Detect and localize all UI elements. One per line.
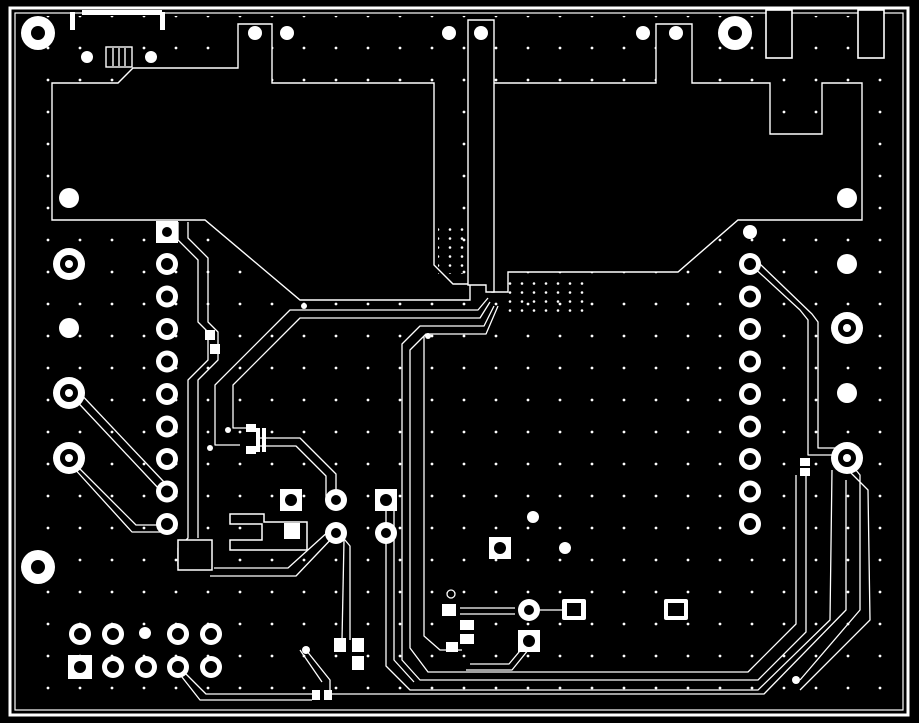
connector-tab-left (765, 9, 793, 59)
smd-pads (205, 303, 810, 700)
header-right-round-pins (739, 253, 761, 535)
usb-connector-tabs (765, 9, 885, 59)
regulator-footprint (177, 513, 308, 571)
bottom-header-pin-1 (68, 655, 92, 679)
component-pads (280, 489, 688, 652)
connector-tab-right (857, 9, 885, 59)
npth-holes (59, 26, 857, 639)
header-left-pins (156, 221, 178, 243)
center-feed-trace (467, 19, 495, 293)
via-cluster-center (504, 278, 590, 314)
copper-pour-outlines (51, 19, 863, 301)
signal-traces (68, 222, 871, 701)
board-inner-outline (14, 12, 904, 711)
large-pads (53, 248, 863, 474)
mounting-holes (21, 16, 752, 584)
left-power-plane (51, 23, 471, 301)
header-left-round-pins (156, 253, 178, 535)
edge-connector (70, 10, 165, 68)
board-outline (8, 6, 910, 717)
bottom-left-header (69, 623, 222, 678)
header-right-pin-1 (743, 225, 757, 239)
via-cluster-left (438, 228, 466, 274)
